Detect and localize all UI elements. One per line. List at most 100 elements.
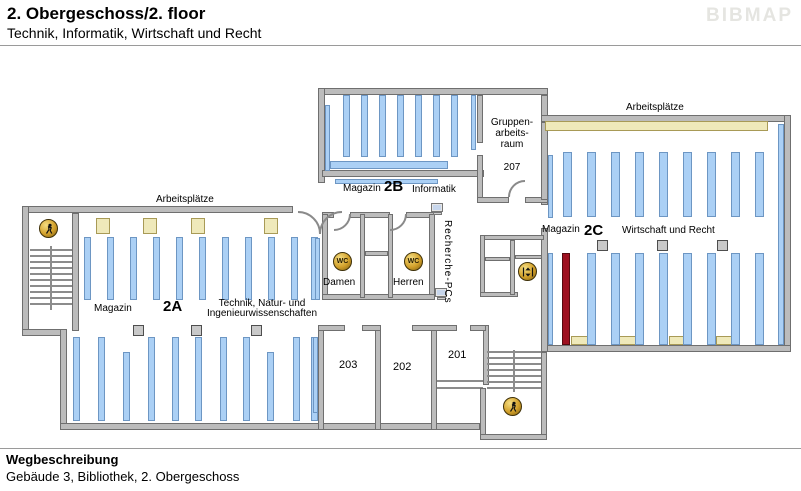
bookshelf bbox=[123, 352, 130, 421]
bookshelf bbox=[222, 237, 229, 300]
stairs-icon bbox=[39, 219, 58, 238]
bookshelf bbox=[361, 95, 368, 157]
label-group-room: Gruppen- arbeits- raum bbox=[484, 117, 540, 150]
desk-band bbox=[545, 121, 768, 131]
subject-2a-line1: Technik, Natur- und bbox=[218, 298, 306, 309]
bookshelf bbox=[611, 152, 620, 217]
bookshelf bbox=[84, 237, 91, 300]
bookshelf bbox=[587, 152, 596, 217]
bookshelf bbox=[130, 237, 137, 300]
bookshelf bbox=[433, 95, 440, 157]
desk bbox=[96, 218, 110, 234]
bookshelf bbox=[707, 253, 716, 345]
pillar bbox=[133, 325, 144, 336]
page-subtitle: Technik, Informatik, Wirtschaft und Rech… bbox=[7, 25, 262, 41]
wall bbox=[480, 434, 547, 440]
bookshelf bbox=[335, 179, 438, 184]
bookshelf bbox=[195, 337, 202, 421]
bookshelf bbox=[245, 237, 252, 300]
pc-icon bbox=[431, 203, 445, 216]
bookshelf bbox=[172, 337, 179, 421]
wall bbox=[541, 228, 548, 352]
stairs-treads-left bbox=[30, 246, 72, 310]
bookshelf bbox=[731, 253, 740, 345]
bookshelf bbox=[313, 337, 318, 413]
bookshelf bbox=[325, 105, 330, 171]
label-magazin-2a: Magazin bbox=[94, 303, 132, 314]
bookshelf bbox=[315, 238, 320, 300]
wall bbox=[322, 294, 435, 300]
footer-divider bbox=[0, 448, 801, 449]
label-workspaces-left: Arbeitsplätze bbox=[156, 194, 214, 205]
corridor-passage bbox=[437, 380, 483, 389]
bookshelf-highlighted bbox=[562, 253, 570, 345]
label-subject-2c: Wirtschaft und Recht bbox=[622, 225, 715, 236]
pillar bbox=[251, 325, 262, 336]
bookshelf bbox=[659, 152, 668, 217]
bookshelf bbox=[153, 237, 160, 300]
bookshelf bbox=[268, 237, 275, 300]
desk bbox=[191, 218, 205, 234]
bookshelf bbox=[471, 95, 476, 150]
bookshelf bbox=[755, 253, 764, 345]
bookshelf bbox=[683, 152, 692, 217]
bookshelf bbox=[778, 124, 784, 345]
bookshelf bbox=[199, 237, 206, 300]
label-code-2c: 2C bbox=[584, 222, 604, 239]
pc-screen bbox=[433, 205, 441, 210]
bookshelf bbox=[548, 155, 553, 218]
bookshelf bbox=[148, 337, 155, 421]
bookshelf bbox=[107, 237, 114, 300]
page-title: 2. Obergeschoss/2. floor bbox=[7, 4, 206, 23]
bookshelf bbox=[707, 152, 716, 217]
wc-icon-label: WC bbox=[336, 258, 349, 265]
bookshelf bbox=[98, 337, 105, 421]
wall bbox=[480, 292, 518, 297]
pillar bbox=[597, 240, 608, 251]
subject-2a-line2: Ingenieurwissenschaften bbox=[206, 308, 318, 319]
desk bbox=[143, 218, 157, 234]
door-arcs bbox=[297, 180, 526, 235]
wall bbox=[318, 325, 345, 331]
bookshelf bbox=[635, 253, 644, 345]
bookshelf bbox=[563, 152, 572, 217]
bookshelf bbox=[243, 337, 250, 421]
label-room-202: 202 bbox=[393, 361, 412, 373]
label-workspaces-right: Arbeitsplätze bbox=[626, 102, 684, 113]
label-room-207: 207 bbox=[503, 162, 521, 173]
bookshelf bbox=[548, 253, 553, 345]
wall bbox=[485, 257, 510, 261]
elevator-icon bbox=[518, 262, 537, 281]
wall bbox=[470, 325, 486, 331]
header-divider bbox=[0, 45, 801, 46]
footer-description: Gebäude 3, Bibliothek, 2. Obergeschoss bbox=[6, 469, 240, 484]
wall bbox=[318, 88, 325, 183]
label-code-2b: 2B bbox=[384, 178, 404, 195]
label-subject-2a: Technik, Natur- und Ingenieurwissenschaf… bbox=[201, 299, 323, 319]
wall bbox=[525, 197, 548, 203]
wall bbox=[72, 213, 79, 331]
wall bbox=[477, 95, 483, 143]
bookshelf bbox=[73, 337, 80, 421]
label-wc-herren: Herren bbox=[393, 277, 424, 288]
wall bbox=[360, 214, 365, 298]
group-room-line3: raum bbox=[500, 139, 524, 150]
label-room-201: 201 bbox=[448, 349, 467, 361]
bookshelf bbox=[731, 152, 740, 217]
wall bbox=[483, 325, 489, 385]
bookshelf bbox=[397, 95, 404, 157]
bookshelf bbox=[379, 95, 386, 157]
pillar bbox=[717, 240, 728, 251]
pillar bbox=[657, 240, 668, 251]
bookshelf bbox=[330, 161, 448, 169]
label-code-2a: 2A bbox=[163, 298, 183, 315]
bookshelf bbox=[291, 237, 298, 300]
wall bbox=[510, 240, 515, 295]
wc-icon: WC bbox=[404, 252, 423, 271]
label-wc-damen: Damen bbox=[323, 277, 356, 288]
wall bbox=[477, 197, 509, 203]
wall bbox=[322, 170, 484, 177]
pc-screen bbox=[437, 290, 445, 295]
